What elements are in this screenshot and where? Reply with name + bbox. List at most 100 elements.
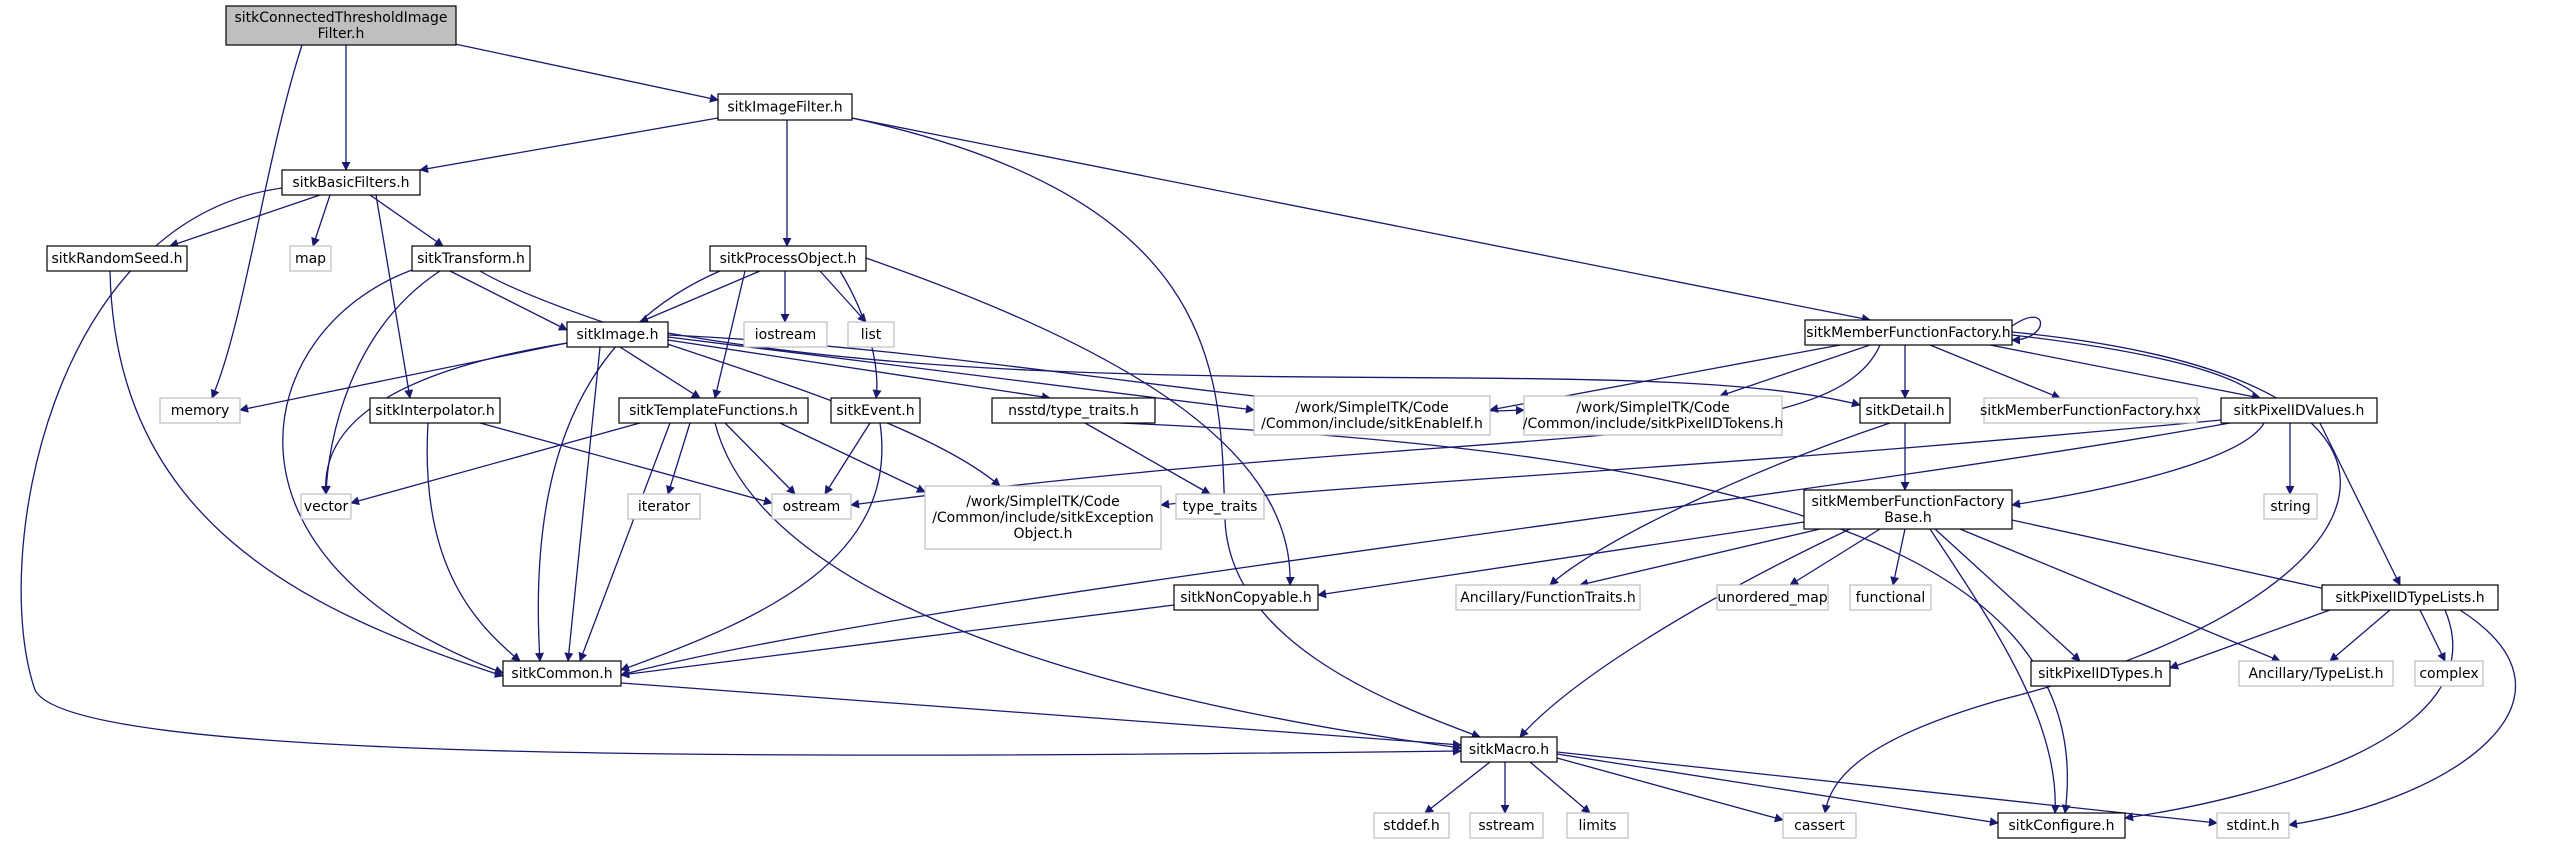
edge-mffbase-to-macro xyxy=(1519,528,1851,738)
edge-mffbase-to-noncopyable xyxy=(1317,521,1805,599)
node-templatefunctions[interactable]: sitkTemplateFunctions.h xyxy=(618,397,809,424)
edge-mffbase-to-pixelidtypelists xyxy=(2011,519,2331,593)
node-box xyxy=(281,169,421,196)
edge-basicfilters-to-randomseed xyxy=(169,194,321,248)
edge-processobject-to-noncopyable xyxy=(865,257,1295,586)
node-label: sitkMemberFunctionFactory xyxy=(1811,494,2004,510)
node-box xyxy=(771,493,852,520)
edge-event-to-ostream xyxy=(824,422,871,495)
node-label: sitkConfigure.h xyxy=(2009,818,2115,834)
node-pixelidtypes[interactable]: sitkPixelIDTypes.h xyxy=(2030,660,2171,687)
node-box xyxy=(411,245,531,272)
edge-mff-to-cassert xyxy=(1821,331,2341,814)
node-functiontraits: Ancillary/FunctionTraits.h xyxy=(1455,584,1641,611)
node-box xyxy=(369,397,501,424)
node-label: sitkRandomSeed.h xyxy=(51,251,182,267)
node-label: memory xyxy=(171,403,230,419)
edge-macro-to-configure xyxy=(1556,753,1999,827)
node-label: sitkTemplateFunctions.h xyxy=(629,403,798,419)
node-box xyxy=(1455,584,1641,611)
node-box xyxy=(1566,812,1629,839)
node-label: functional xyxy=(1856,590,1926,606)
node-box xyxy=(1859,397,1951,424)
node-box xyxy=(1175,493,1265,520)
edge-typetraits-to-configure xyxy=(1119,422,2071,814)
node-box xyxy=(2216,812,2290,839)
node-label: list xyxy=(861,327,882,343)
node-ostream: ostream xyxy=(771,493,852,520)
edge-image-to-memory xyxy=(239,342,568,413)
edge-macro-to-stddef xyxy=(1424,761,1491,814)
node-randomseed[interactable]: sitkRandomSeed.h xyxy=(46,245,188,272)
node-label: sstream xyxy=(1478,818,1534,834)
node-processobject[interactable]: sitkProcessObject.h xyxy=(709,245,867,272)
node-box xyxy=(1849,584,1932,611)
edge-transform-to-common xyxy=(282,269,504,675)
node-stddef: stddef.h xyxy=(1373,812,1450,839)
node-box xyxy=(2414,660,2484,687)
edge-mff-to-pixelidvalues xyxy=(1989,344,2261,401)
node-interpolator[interactable]: sitkInterpolator.h xyxy=(369,397,501,424)
node-label: sitkProcessObject.h xyxy=(720,251,857,267)
edge-pixelidtypelists-to-configure xyxy=(2124,609,2454,822)
node-label: iterator xyxy=(638,499,690,515)
node-detail[interactable]: sitkDetail.h xyxy=(1859,397,1951,424)
node-box xyxy=(618,397,809,424)
node-label: sitkTransform.h xyxy=(417,251,525,267)
edge-processobject-to-list xyxy=(819,270,867,323)
edge-processobject-to-templatefunctions xyxy=(712,270,746,399)
node-label: cassert xyxy=(1794,818,1845,834)
node-box xyxy=(2220,397,2378,424)
node-noncopyable[interactable]: sitkNonCopyable.h xyxy=(1173,584,1319,611)
node-label: sitkImageFilter.h xyxy=(727,100,842,116)
node-label: /Common/include/sitkEnableIf.h xyxy=(1261,416,1483,432)
node-vector: vector xyxy=(300,493,352,520)
node-configure[interactable]: sitkConfigure.h xyxy=(1997,812,2126,839)
node-label: string xyxy=(2270,499,2310,515)
node-label: /work/SimpleITK/Code xyxy=(1576,400,1730,416)
node-imagefilter[interactable]: sitkImageFilter.h xyxy=(717,93,853,121)
node-label: sitkBasicFilters.h xyxy=(292,175,409,191)
node-common[interactable]: sitkCommon.h xyxy=(502,660,622,687)
node-cassert: cassert xyxy=(1782,812,1857,839)
edge-transform-to-exceptionobject xyxy=(479,270,1001,487)
edge-templatefunctions-to-vector xyxy=(350,422,641,506)
node-typetraits[interactable]: nsstd/type_traits.h xyxy=(991,397,1156,424)
node-memory: memory xyxy=(159,397,241,424)
node-transform[interactable]: sitkTransform.h xyxy=(411,245,531,272)
node-label: sitkNonCopyable.h xyxy=(1180,590,1312,606)
node-label: sitkInterpolator.h xyxy=(375,403,494,419)
edge-imagefilter-to-macro xyxy=(851,117,1481,739)
node-pixelidvalues[interactable]: sitkPixelIDValues.h xyxy=(2220,397,2378,424)
node-label: unordered_map xyxy=(1717,590,1827,606)
edge-image-to-enableif xyxy=(667,336,1255,414)
node-limits: limits xyxy=(1566,812,1629,839)
node-label: sitkCommon.h xyxy=(511,666,612,682)
node-pixelidtypelists[interactable]: sitkPixelIDTypeLists.h xyxy=(2321,584,2499,611)
node-label: sitkConnectedThresholdImage xyxy=(234,10,447,26)
edge-image-to-templatefunctions xyxy=(619,346,701,399)
edge-mff-to-pixelidtokens xyxy=(1719,344,1871,398)
node-basicfilters[interactable]: sitkBasicFilters.h xyxy=(281,169,421,196)
node-label: complex xyxy=(2419,666,2478,682)
node-iostream: iostream xyxy=(743,321,828,348)
node-image[interactable]: sitkImage.h xyxy=(566,321,669,348)
node-string: string xyxy=(2263,493,2318,520)
edge-basicfilters-to-interpolator xyxy=(375,194,414,399)
node-label: iostream xyxy=(755,327,817,343)
edge-randomseed-to-common xyxy=(109,270,504,678)
node-list: list xyxy=(847,321,895,348)
edge-common-to-macro xyxy=(620,682,1462,749)
node-mff[interactable]: sitkMemberFunctionFactory.h xyxy=(1804,319,2013,346)
node-event[interactable]: sitkEvent.h xyxy=(830,397,921,424)
edge-pixelidvalues-to-common xyxy=(620,422,2231,678)
edge-mffbase-to-functional xyxy=(1890,528,1906,586)
node-box xyxy=(830,397,921,424)
edge-mffbase-to-configure xyxy=(1929,528,2060,814)
edge-templatefunctions-to-exceptionobject xyxy=(779,422,926,493)
node-box xyxy=(1253,395,1491,436)
node-macro[interactable]: sitkMacro.h xyxy=(1460,736,1558,763)
node-label: Object.h xyxy=(1014,526,1073,542)
node-box xyxy=(717,93,853,121)
